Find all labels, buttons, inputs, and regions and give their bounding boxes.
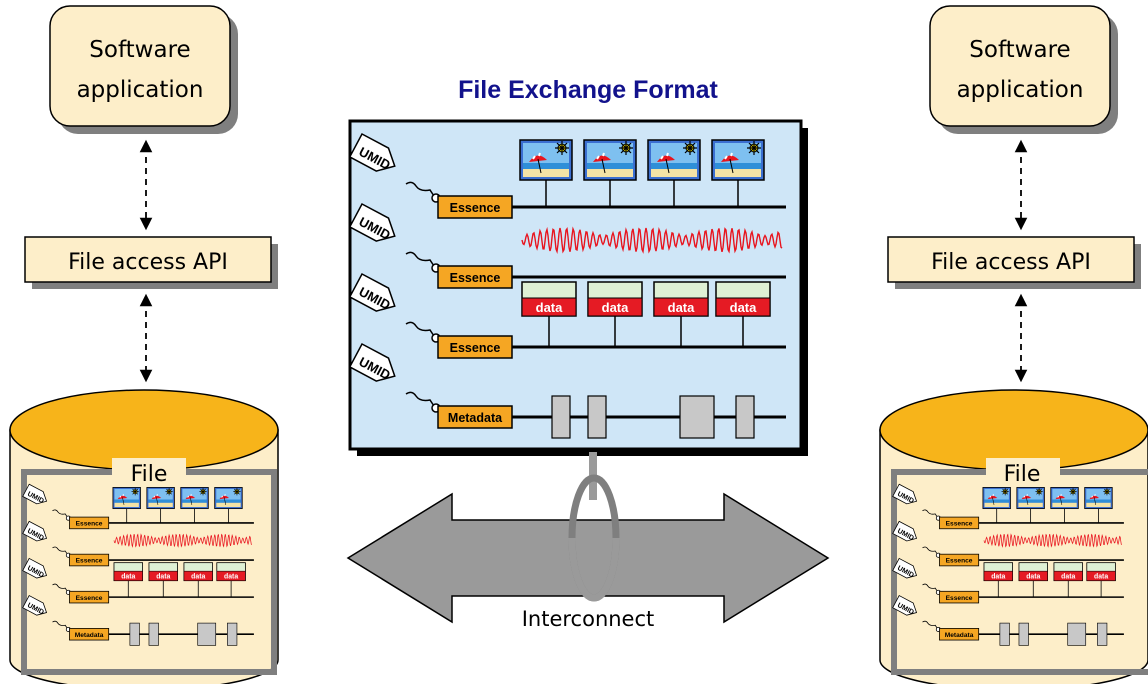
umid-link [52,509,68,518]
left-api-label: File access API [68,250,228,275]
metadata-block [999,622,1010,646]
metadata-block [227,622,238,646]
essence-label: Essence [76,558,103,565]
picture-frame-icon [583,139,637,181]
metadata-block [551,395,571,439]
metadata-label: Metadata [75,632,104,639]
umid-link [52,620,68,629]
left-app-label-line1: Software [89,37,190,63]
left-file-cylinder: File [9,389,279,684]
interconnect-arrow [346,452,830,624]
audio-waveform [113,533,253,548]
picture-frame-icon [146,486,175,510]
metadata-block [197,622,217,646]
umid-link [922,583,938,592]
data-label: data [1026,574,1040,581]
metadata-block [587,395,607,439]
essence-label: Essence [450,201,501,215]
data-label: data [156,574,170,581]
metadata-block [148,622,159,646]
data-label: data [191,574,205,581]
right-file-access-api-box [887,236,1135,283]
right-file-cylinder: File [879,389,1148,684]
right-api-label: File access API [931,250,1091,275]
picture-frame-icon [112,486,142,510]
picture-frame-icon [180,486,209,510]
data-label: data [991,574,1005,581]
essence-label: Essence [76,521,103,528]
metadata-block [129,622,140,646]
audio-waveform [983,533,1123,548]
data-label: data [730,300,758,315]
left-app-label-line2: application [77,77,204,103]
picture-frame-icon [214,486,243,510]
essence-label: Essence [946,595,973,602]
metadata-label: Metadata [945,632,974,639]
picture-frame-icon [711,139,765,181]
metadata-block [1067,622,1087,646]
essence-label: Essence [450,341,501,355]
audio-waveform [521,226,783,254]
data-label: data [668,300,696,315]
left-stack: Software application File access API Fil… [9,5,279,684]
picture-frame-icon [647,139,701,181]
umid-link [52,583,68,592]
data-label: data [1061,574,1075,581]
data-label: data [602,300,630,315]
umid-link [922,620,938,629]
umid-link [405,181,435,197]
metadata-label: Metadata [448,411,503,425]
data-label: data [121,574,135,581]
data-label: data [536,300,564,315]
left-file-label: File [131,462,168,487]
picture-frame-icon [1016,486,1045,510]
metadata-block [1018,622,1029,646]
picture-frame-icon [519,139,573,181]
right-app-label-line2: application [957,77,1084,103]
essence-label: Essence [946,521,973,528]
right-stack: Software application File access API Fil… [879,5,1148,684]
metadata-block [735,395,755,439]
right-app-label-line1: Software [969,37,1070,63]
interconnect-label: Interconnect [522,607,655,631]
essence-label: Essence [76,595,103,602]
umid-link [405,251,435,267]
page-title: File Exchange Format [458,76,718,104]
umid-link [922,509,938,518]
picture-frame-icon [982,486,1012,510]
essence-label: Essence [450,271,501,285]
umid-link [922,546,938,555]
essence-label: Essence [946,558,973,565]
umid-link [405,391,435,407]
right-file-label: File [1004,462,1041,487]
picture-frame-icon [1084,486,1113,510]
umid-link [405,321,435,337]
picture-frame-icon [1050,486,1079,510]
metadata-block [679,395,715,439]
data-label: data [1094,574,1108,581]
umid-link [52,546,68,555]
left-file-access-api-box [24,236,272,283]
data-label: data [224,574,238,581]
metadata-block [1097,622,1108,646]
